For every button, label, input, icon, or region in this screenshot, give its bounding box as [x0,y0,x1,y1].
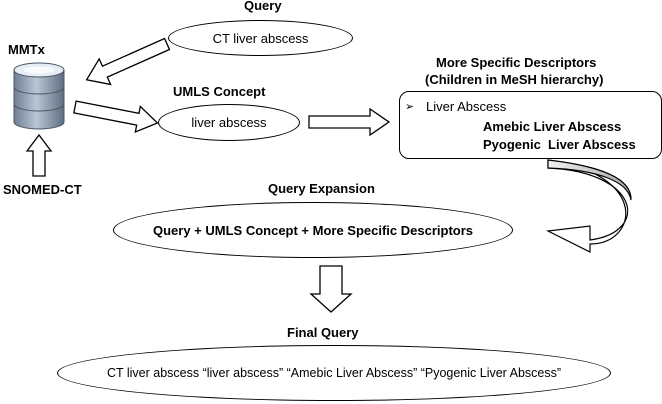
query-node-text: CT liver abscess [212,30,309,46]
snomed-to-mmtx-arrow [25,133,53,177]
descriptor-child: Amebic Liver Abscess [483,119,622,134]
query-expansion-label: Query Expansion [268,181,375,196]
descriptors-box: ➢ Liver Abscess Amebic Liver Abscess Pyo… [399,91,662,159]
mmtx-to-concept-arrow [73,100,159,134]
expansion-to-final-arrow [309,265,353,313]
concept-to-descriptors-arrow [308,107,391,137]
umls-concept-node-text: liver abscess [191,115,267,130]
bullet-icon: ➢ [405,101,415,113]
database-icon [13,62,65,130]
final-query-node-text: CT liver abscess “liver abscess” “Amebic… [106,366,562,380]
final-query-node: CT liver abscess “liver abscess” “Amebic… [57,345,611,401]
mmtx-label: MMTx [8,42,45,57]
curved-arrow-icon [545,159,632,253]
umls-concept-label: UMLS Concept [173,84,266,99]
more-specific-label: More Specific Descriptors [436,55,597,70]
snomed-label: SNOMED-CT [3,182,82,197]
final-query-label: Final Query [287,325,359,340]
more-specific-sublabel: (Children in MeSH hierarchy) [425,72,604,87]
query-to-mmtx-arrow [85,37,171,86]
query-expansion-node-text: Query + UMLS Concept + More Specific Des… [152,222,474,238]
umls-concept-node: liver abscess [158,104,300,141]
query-label: Query [244,0,282,13]
descriptor-parent: Liver Abscess [426,99,507,114]
descriptor-child: Pyogenic Liver Abscess [483,137,636,152]
query-expansion-node: Query + UMLS Concept + More Specific Des… [113,202,513,258]
query-node: CT liver abscess [168,20,353,56]
